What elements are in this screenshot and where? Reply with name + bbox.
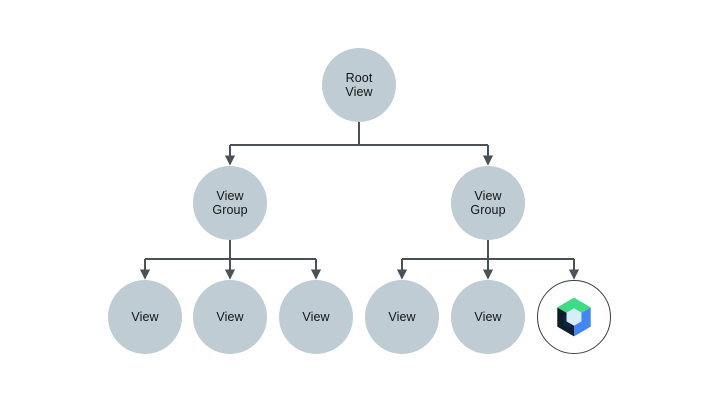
node-view-2-label: View (216, 309, 244, 324)
node-view-3-label: View (302, 309, 330, 324)
jetpack-compose-logo-icon (552, 295, 596, 339)
node-view-3[interactable]: View (279, 280, 353, 354)
node-view-5-label: View (474, 309, 502, 324)
node-view-group-right[interactable]: View Group (451, 166, 525, 240)
node-root-view[interactable]: Root View (322, 48, 396, 122)
node-view-group-left[interactable]: View Group (193, 166, 267, 240)
node-view-group-left-label: View Group (212, 188, 248, 218)
node-view-group-right-label: View Group (470, 188, 506, 218)
node-view-2[interactable]: View (193, 280, 267, 354)
node-view-4[interactable]: View (365, 280, 439, 354)
node-view-5[interactable]: View (451, 280, 525, 354)
node-view-4-label: View (388, 309, 416, 324)
node-view-1[interactable]: View (108, 280, 182, 354)
node-view-1-label: View (131, 309, 159, 324)
node-root-view-label: Root View (345, 70, 373, 100)
node-compose-logo[interactable] (537, 280, 611, 354)
